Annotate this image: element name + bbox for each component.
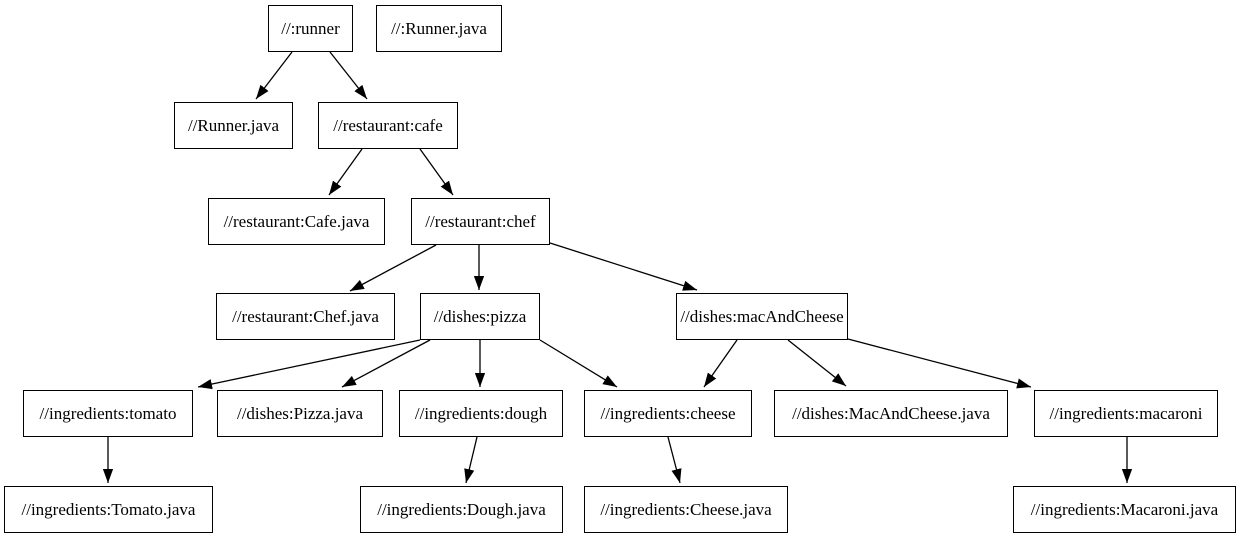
edge-dough-to-dough-java — [464, 436, 478, 484]
node-runner: //:runner — [268, 5, 353, 52]
node-cheese: //ingredients:cheese — [584, 390, 752, 437]
edge-mac-and-cheese-to-cheese — [703, 339, 738, 388]
edge-runner-to-runner-java — [255, 51, 293, 100]
node-cafe: //restaurant:cafe — [318, 102, 458, 149]
node-cheese-java: //ingredients:Cheese.java — [584, 486, 788, 533]
node-tomato-java: //ingredients:Tomato.java — [4, 486, 213, 533]
edge-cheese-to-cheese-java — [667, 436, 682, 484]
node-mac-and-cheese-java: //dishes:MacAndCheese.java — [774, 390, 1008, 437]
node-chef: //restaurant:chef — [411, 198, 550, 245]
node-macaroni: //ingredients:macaroni — [1034, 390, 1218, 437]
edge-mac-and-cheese-to-macaroni — [847, 338, 1032, 389]
node-dough-java: //ingredients:Dough.java — [360, 486, 563, 533]
node-macaroni-java: //ingredients:Macaroni.java — [1013, 486, 1236, 533]
node-runner-java-src: //:Runner.java — [376, 5, 502, 52]
node-pizza-java: //dishes:Pizza.java — [217, 390, 383, 437]
node-dough: //ingredients:dough — [399, 390, 563, 437]
node-runner-java: //Runner.java — [174, 102, 293, 149]
edge-chef-to-chef-java — [349, 244, 437, 292]
edge-pizza-to-pizza-java — [341, 339, 431, 388]
node-cafe-java: //restaurant:Cafe.java — [208, 198, 385, 245]
edge-mac-and-cheese-to-mac-and-cheese-java — [787, 339, 847, 387]
edge-pizza-to-cheese — [539, 339, 618, 388]
edge-chef-to-mac-and-cheese — [549, 242, 698, 291]
node-mac-and-cheese: //dishes:macAndCheese — [676, 293, 848, 340]
edge-cafe-to-cafe-java — [328, 148, 363, 196]
node-chef-java: //restaurant:Chef.java — [216, 293, 395, 340]
edge-pizza-to-tomato — [197, 339, 421, 390]
edge-cafe-to-chef — [419, 148, 454, 196]
node-tomato: //ingredients:tomato — [23, 390, 193, 437]
node-pizza: //dishes:pizza — [420, 293, 540, 340]
edge-runner-to-cafe — [329, 51, 368, 100]
